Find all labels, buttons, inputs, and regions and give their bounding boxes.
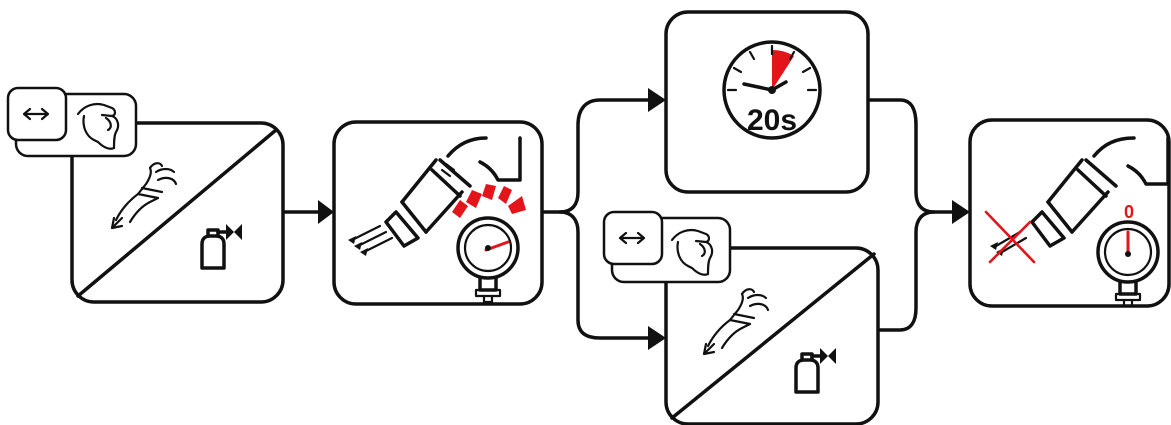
switch-hand-tab [6,86,138,158]
welding-torch-icon [348,136,522,256]
torch-no-gas-icon [984,136,1170,264]
pressure-gauge-icon [456,216,520,304]
step-post-flow-timer: 20s [664,10,870,194]
timer-label: 20s [747,104,797,137]
step-gas-off: 0 [968,118,1171,308]
stopwatch-icon: 20s [722,40,822,140]
step-release-torch-lower [664,246,880,425]
flow-lines [281,88,970,350]
pressure-indicator [452,184,526,218]
step-gas-flow [332,120,544,306]
step-release-torch [70,121,285,304]
gauge-zero-label: 0 [1124,202,1134,222]
pressure-gauge-icon [1096,220,1160,308]
switch-hand-tab-lower [602,210,732,284]
